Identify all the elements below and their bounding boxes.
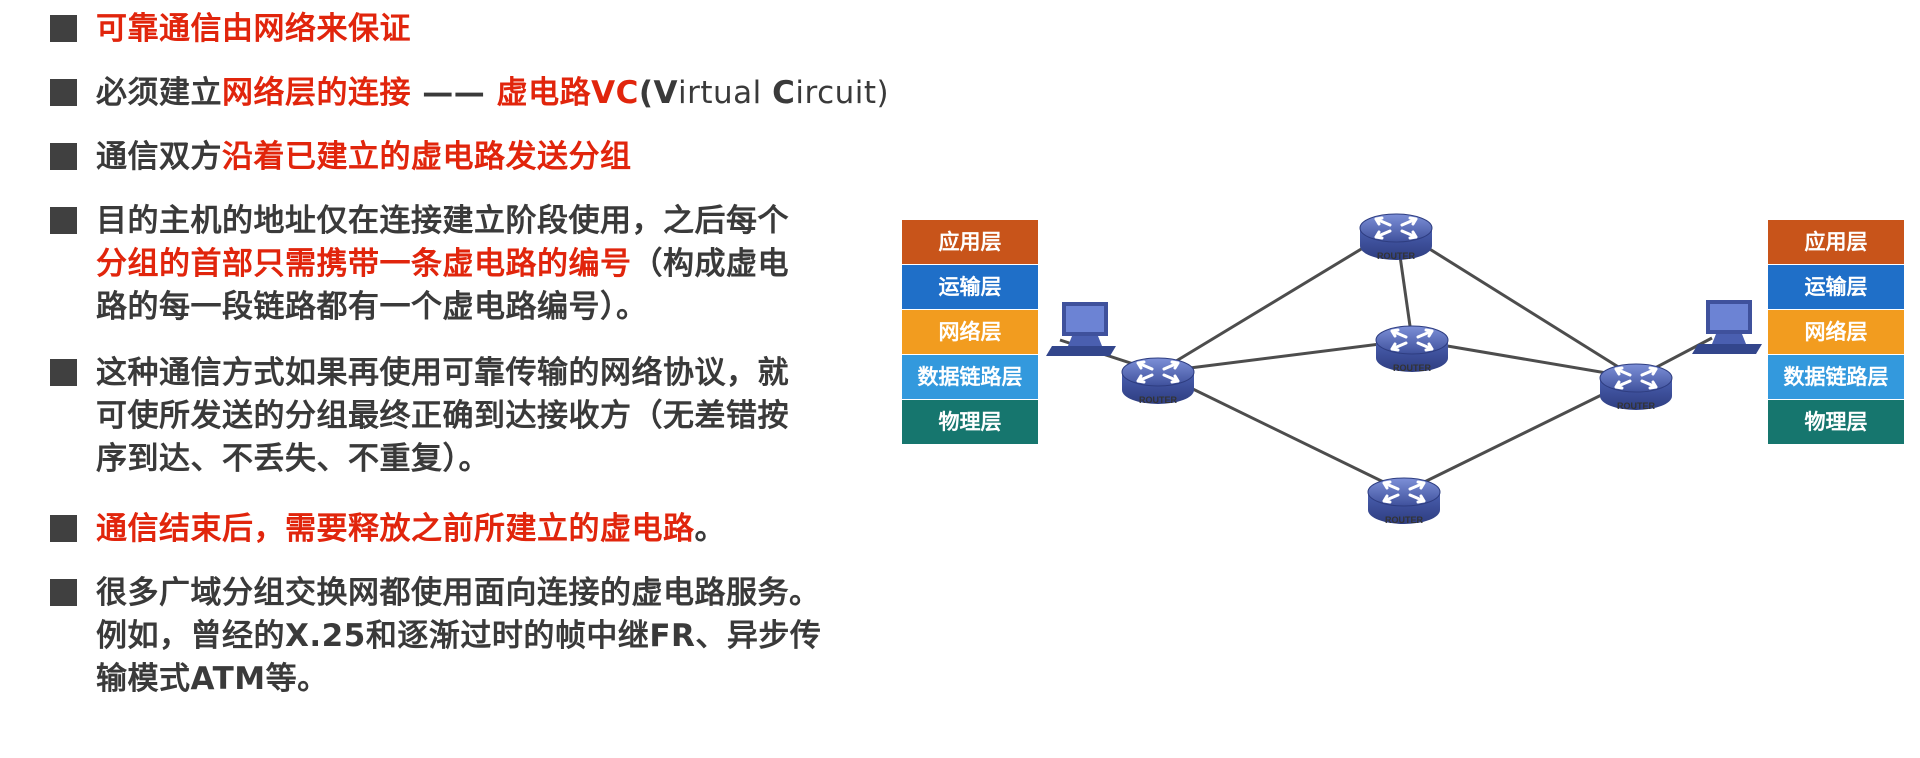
highlight-text: 网络层的连接 [222, 75, 411, 111]
link [1157, 226, 1397, 374]
layer-application: 应用层 [902, 220, 1038, 264]
text-run: —— [411, 75, 497, 111]
square-bullet-icon [50, 359, 77, 386]
layer-network: 网络层 [902, 310, 1038, 354]
router-label: ROUTER [1139, 395, 1178, 405]
bullet-text: 必须建立网络层的连接 —— 虚电路VC(Virtual Circuit) [96, 72, 889, 115]
bullet-item-1: 可靠通信由网络来保证 [48, 8, 878, 51]
bullet-text: 通信双方沿着已建立的虚电路发送分组 [96, 136, 878, 179]
host-computer-icon [1046, 302, 1116, 356]
text-run: （构成虚电 [631, 246, 789, 282]
square-bullet-icon [50, 79, 77, 106]
router-label: ROUTER [1385, 515, 1424, 525]
router-icon: ROUTER [1358, 212, 1434, 262]
router-icon: ROUTER [1374, 324, 1450, 374]
text-run: 路的每一段链路都有一个虚电路编号）。 [96, 289, 648, 325]
text-line: 输模式ATM等。 [96, 658, 878, 701]
layer-transport: 运输层 [1768, 265, 1904, 309]
router-label: ROUTER [1377, 251, 1416, 261]
highlight-text: 虚电路VC [496, 75, 639, 111]
square-bullet-icon [50, 207, 77, 234]
square-bullet-icon [50, 15, 77, 42]
link [1403, 376, 1637, 494]
link [1395, 226, 1637, 380]
link [1157, 338, 1413, 374]
bullet-text: 目的主机的地址仅在连接建立阶段使用，之后每个 分组的首部只需携带一条虚电路的编号… [96, 200, 878, 329]
text-run: 可使所发送的分组最终正确到达接收方（无差错按 [96, 398, 789, 434]
text-line: 序到达、不丢失、不重复）。 [96, 438, 878, 481]
router-icon: ROUTER [1598, 362, 1674, 412]
layer-stack-left: 应用层 运输层 网络层 数据链路层 物理层 [902, 220, 1038, 445]
bullet-text: 通信结束后，需要释放之前所建立的虚电路。 [96, 508, 878, 551]
layer-stack-right: 应用层 运输层 网络层 数据链路层 物理层 [1768, 220, 1904, 445]
layer-application: 应用层 [1768, 220, 1904, 264]
bullet-text: 这种通信方式如果再使用可靠传输的网络协议，就 可使所发送的分组最终正确到达接收方… [96, 352, 878, 481]
square-bullet-icon [50, 515, 77, 542]
layer-datalink: 数据链路层 [902, 355, 1038, 399]
highlight-text: 可靠通信由网络来保证 [96, 11, 411, 47]
highlight-text: 分组的首部只需携带一条虚电路的编号 [96, 246, 632, 282]
text-line: 这种通信方式如果再使用可靠传输的网络协议，就 [96, 352, 878, 395]
bullet-item-2: 必须建立网络层的连接 —— 虚电路VC(Virtual Circuit) [48, 72, 889, 115]
text-run: 输模式ATM等。 [96, 661, 329, 697]
layer-transport: 运输层 [902, 265, 1038, 309]
router-label: ROUTER [1393, 363, 1432, 373]
text-line: 很多广域分组交换网都使用面向连接的虚电路服务。 [96, 572, 878, 615]
text-run: 这种通信方式如果再使用可靠传输的网络协议，就 [96, 355, 789, 391]
router-icon: ROUTER [1366, 476, 1442, 526]
bullet-text: 可靠通信由网络来保证 [96, 8, 878, 51]
bullet-item-5: 这种通信方式如果再使用可靠传输的网络协议，就 可使所发送的分组最终正确到达接收方… [48, 352, 878, 481]
text-line: 目的主机的地址仅在连接建立阶段使用，之后每个 [96, 200, 878, 243]
text-run: 很多广域分组交换网都使用面向连接的虚电路服务。 [96, 575, 821, 611]
layer-datalink: 数据链路层 [1768, 355, 1904, 399]
text-line: 分组的首部只需携带一条虚电路的编号（构成虚电 [96, 243, 878, 286]
bullet-item-7: 很多广域分组交换网都使用面向连接的虚电路服务。 例如，曾经的X.25和逐渐过时的… [48, 572, 878, 701]
layer-network: 网络层 [1768, 310, 1904, 354]
text-run: C [772, 75, 796, 111]
router-label: ROUTER [1617, 401, 1656, 411]
host-computer-icon [1692, 300, 1762, 354]
square-bullet-icon [50, 143, 77, 170]
router-icon: ROUTER [1120, 356, 1196, 406]
text-run: 通信双方 [96, 139, 222, 175]
text-line: 可使所发送的分组最终正确到达接收方（无差错按 [96, 395, 878, 438]
text-run: 目的主机的地址仅在连接建立阶段使用，之后每个 [96, 203, 789, 239]
text-run: V [653, 75, 679, 111]
text-run: 。 [694, 511, 726, 547]
layer-physical: 物理层 [1768, 400, 1904, 444]
bullet-item-4: 目的主机的地址仅在连接建立阶段使用，之后每个 分组的首部只需携带一条虚电路的编号… [48, 200, 878, 329]
text-line: 路的每一段链路都有一个虚电路编号）。 [96, 286, 878, 329]
text-run: ircuit) [795, 75, 890, 111]
bullet-item-6: 通信结束后，需要释放之前所建立的虚电路。 [48, 508, 878, 551]
layer-physical: 物理层 [902, 400, 1038, 444]
text-run: 必须建立 [96, 75, 222, 111]
text-run: irtual [678, 75, 773, 111]
bullet-item-3: 通信双方沿着已建立的虚电路发送分组 [48, 136, 878, 179]
bullet-text: 很多广域分组交换网都使用面向连接的虚电路服务。 例如，曾经的X.25和逐渐过时的… [96, 572, 878, 701]
link [1157, 370, 1405, 494]
text-run: ( [638, 75, 654, 111]
text-run: 例如，曾经的X.25和逐渐过时的帧中继FR、异步传 [96, 618, 822, 654]
text-run: 序到达、不丢失、不重复）。 [96, 441, 490, 477]
link [1411, 338, 1637, 380]
highlight-text: 沿着已建立的虚电路发送分组 [222, 139, 632, 175]
text-line: 例如，曾经的X.25和逐渐过时的帧中继FR、异步传 [96, 615, 878, 658]
square-bullet-icon [50, 579, 77, 606]
highlight-text: 通信结束后，需要释放之前所建立的虚电路 [96, 511, 695, 547]
